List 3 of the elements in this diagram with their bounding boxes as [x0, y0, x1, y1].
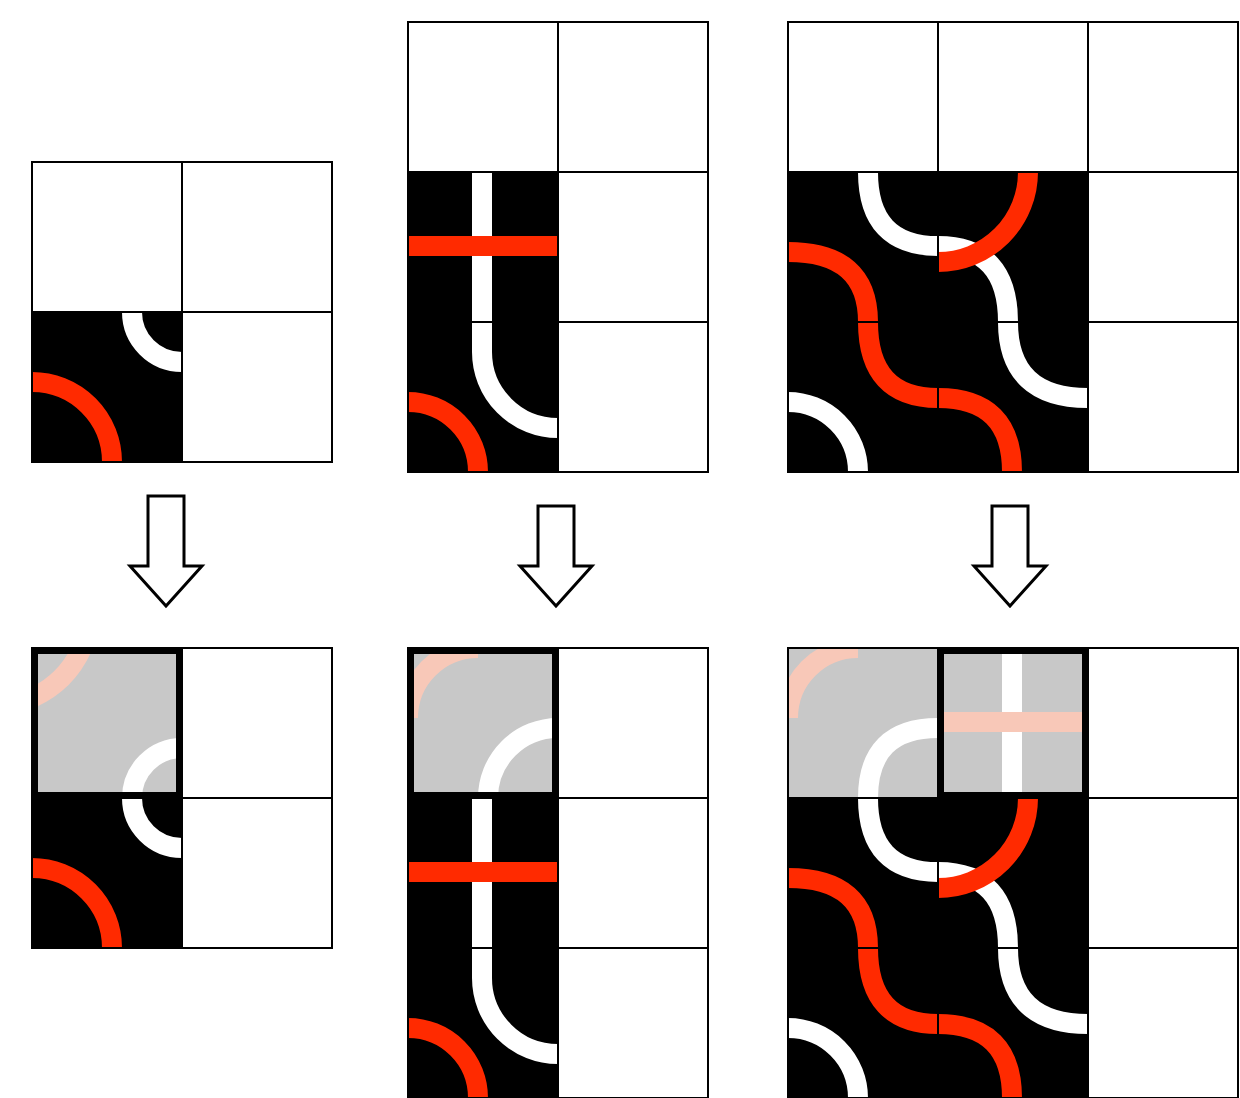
block-arrow — [516, 504, 596, 609]
block-arrow — [970, 504, 1050, 609]
block-arrow — [126, 494, 206, 609]
